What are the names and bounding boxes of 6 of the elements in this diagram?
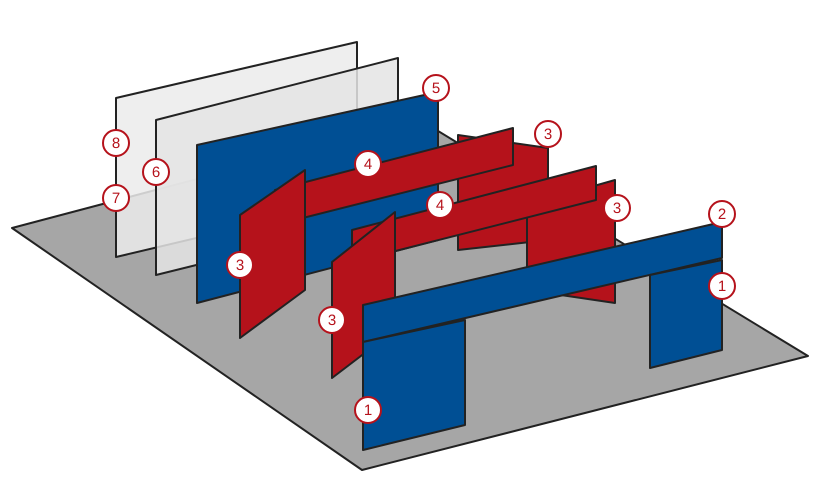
callout-number: 2 — [708, 200, 736, 228]
callout-number: 1 — [708, 272, 736, 300]
callout-number: 3 — [534, 120, 562, 148]
callout-number: 8 — [102, 129, 130, 157]
callout-number: 5 — [422, 74, 450, 102]
callout-number: 3 — [603, 194, 631, 222]
